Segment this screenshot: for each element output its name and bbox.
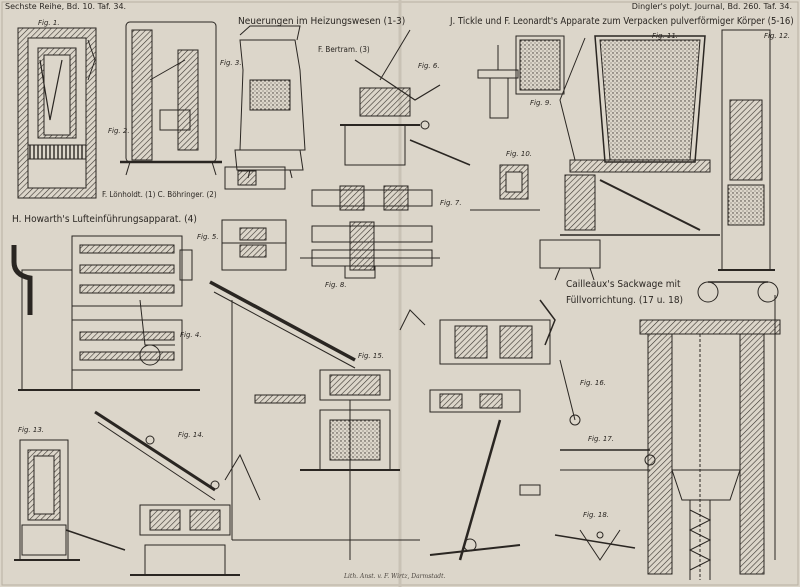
- title-cailleaux-line2: Füllvorrichtung. (17 u. 18): [566, 295, 684, 306]
- fig-14-drawing: [94, 410, 261, 576]
- title-bertram: F. Bertram. (3): [318, 45, 370, 54]
- fig-2-drawing: [120, 21, 222, 176]
- fig-label-1: Fig. 1.: [38, 19, 60, 27]
- header-left: Sechste Reihe, Bd. 10. Taf. 34.: [5, 2, 127, 11]
- fig-label-9: Fig. 9.: [530, 99, 552, 107]
- fig-5-drawing: [221, 166, 287, 271]
- fig-7-drawing: [300, 185, 440, 279]
- fig-label-7: Fig. 7.: [440, 199, 462, 207]
- fig-18-drawing: [554, 529, 636, 561]
- fig-3-drawing: [234, 25, 306, 179]
- fig-12-drawing: [718, 29, 775, 271]
- fig-13-drawing: [14, 439, 126, 561]
- imprint: Lith. Anst. v. F. Wirtz, Darmstadt.: [344, 573, 446, 580]
- fig-4-drawing: [11, 235, 200, 391]
- fig-11-drawing: [539, 35, 720, 281]
- title-howarth: H. Howarth's Lufteinführungsapparat. (4): [12, 214, 197, 225]
- fig-label-10: Fig. 10.: [506, 150, 532, 158]
- fig-label-2: Fig. 2.: [108, 127, 130, 135]
- fig-label-4: Fig. 4.: [180, 331, 202, 339]
- fig-17-drawing: [519, 281, 781, 580]
- fig-16-drawing: [429, 299, 581, 561]
- fig-label-6: Fig. 6.: [418, 62, 440, 70]
- fig-9-drawing: [470, 35, 565, 211]
- fig-label-8: Fig. 8.: [325, 281, 347, 289]
- fig-label-11: Fig. 11.: [652, 32, 678, 40]
- fig-6-drawing: [340, 29, 471, 166]
- fig-15-drawing: [209, 280, 426, 560]
- fig-label-3: Fig. 3.: [220, 59, 242, 67]
- fig-label-14: Fig. 14.: [178, 431, 204, 439]
- fig-label-12: Fig. 12.: [764, 32, 790, 40]
- title-tickle-leonardt: J. Tickle und F. Leonardt's Apparate zum…: [450, 16, 794, 27]
- fig-label-13: Fig. 13.: [18, 426, 44, 434]
- fig-label-17: Fig. 17.: [588, 435, 614, 443]
- title-loenholdt-boehringer: F. Lönholdt. (1) C. Böhringer. (2): [102, 190, 217, 199]
- fig-label-5: Fig. 5.: [197, 233, 219, 241]
- fig-label-18: Fig. 18.: [583, 511, 609, 519]
- fig-1-drawing: [17, 27, 97, 199]
- header-right: Dingler's polyt. Journal, Bd. 260. Taf. …: [631, 2, 792, 11]
- title-cailleaux-line1: Cailleaux's Sackwage mit: [566, 279, 681, 290]
- fig-label-16: Fig. 16.: [580, 379, 606, 387]
- title-heizungswesen: Neuerungen im Heizungswesen (1-3): [238, 16, 406, 27]
- fig-label-15: Fig. 15.: [358, 352, 384, 360]
